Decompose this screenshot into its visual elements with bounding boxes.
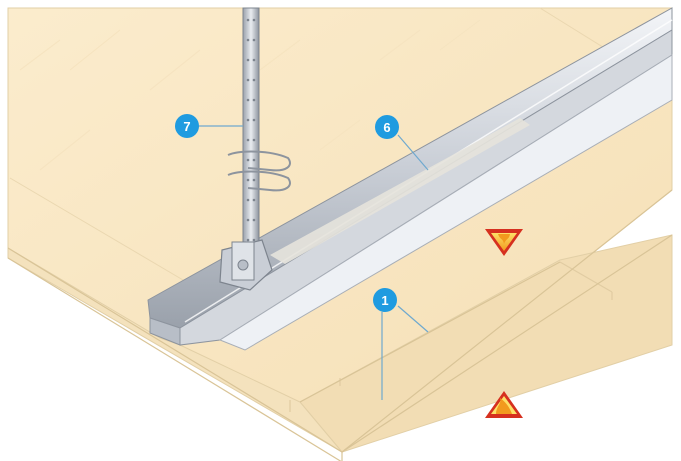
callout-6: 6: [375, 115, 399, 139]
spring-clip: [227, 150, 291, 192]
board-edges: [7, 189, 673, 461]
lower-board-joints: [289, 261, 613, 412]
fire-up-triangle-icon: [485, 391, 523, 418]
leader-lines: [199, 125, 429, 400]
fire-down-triangle-icon: [485, 229, 523, 256]
callout-1: 1: [373, 288, 397, 312]
svg-text:1: 1: [381, 293, 388, 308]
channel-tape-strip: [270, 118, 530, 264]
svg-text:7: 7: [183, 119, 190, 134]
rod-bracket: [219, 239, 273, 291]
callout-7: 7: [175, 114, 199, 138]
ceiling-channel-profile: [147, 7, 673, 351]
svg-text:6: 6: [383, 120, 390, 135]
hanger-rod: [242, 7, 260, 279]
board-texture: [19, 19, 481, 171]
